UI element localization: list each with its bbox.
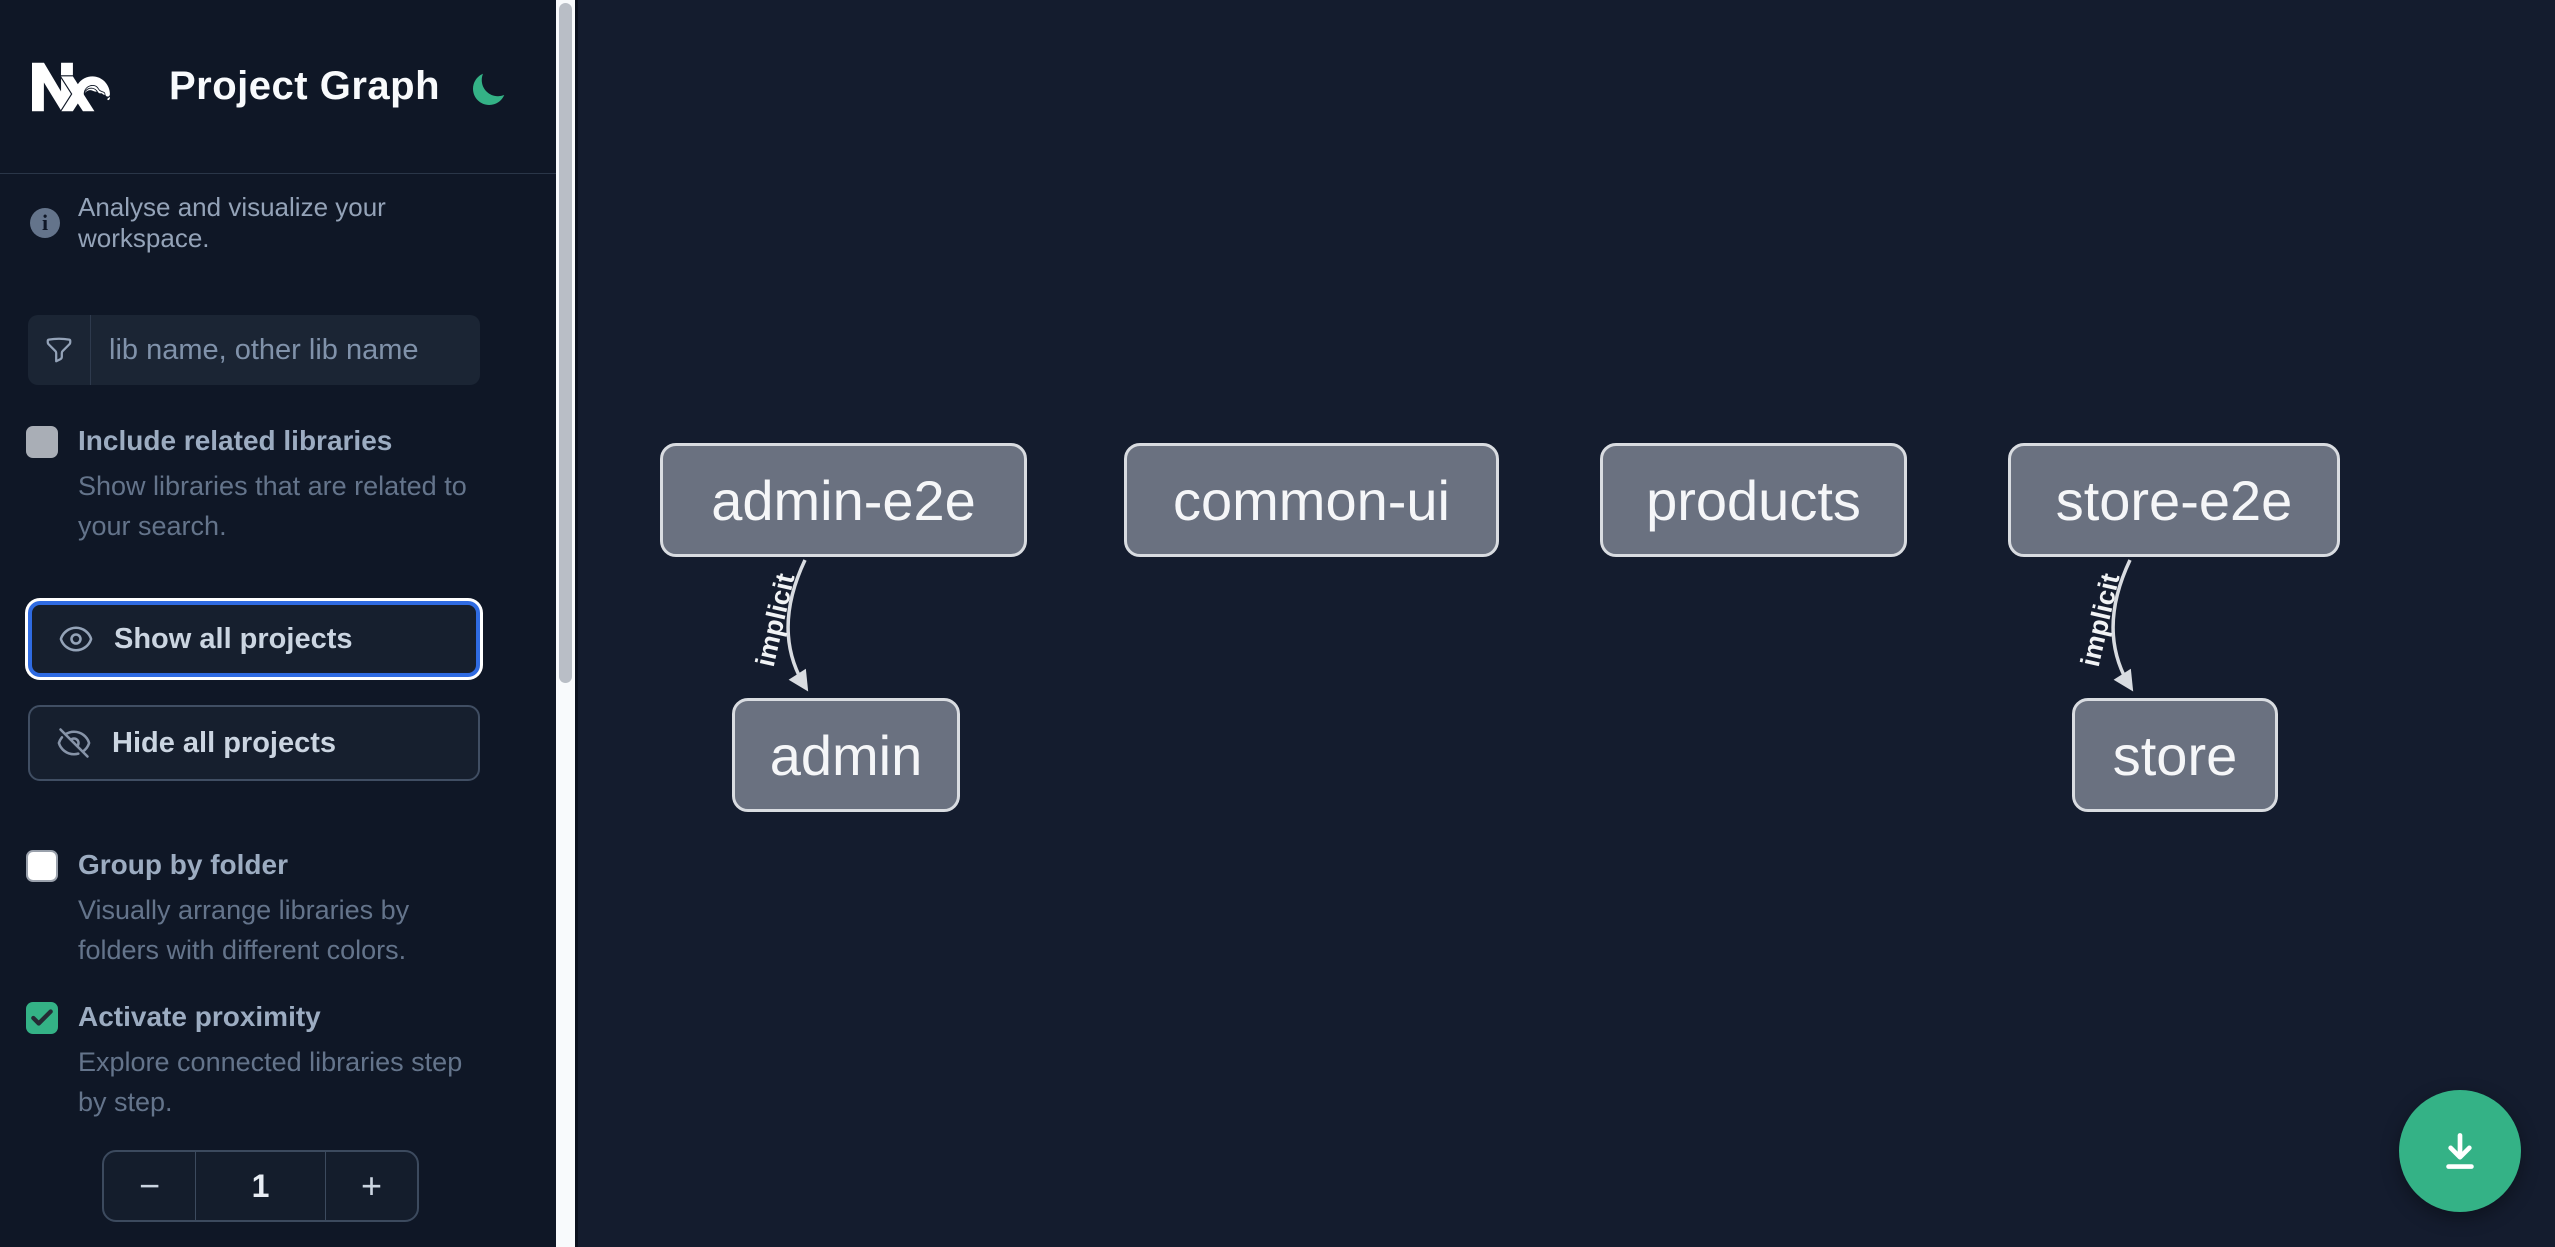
workspace-tagline-row: i Analyse and visualize your workspace.	[30, 192, 516, 254]
sidebar-scrollbar[interactable]	[556, 0, 575, 1247]
project-node-store-e2e[interactable]: store-e2e	[2008, 443, 2340, 557]
theme-toggle-button[interactable]	[466, 68, 510, 112]
info-icon: i	[30, 208, 60, 238]
show-all-projects-button[interactable]: Show all projects	[28, 601, 480, 677]
include-related-checkbox[interactable]	[26, 426, 58, 458]
proximity-depth-value: 1	[195, 1152, 326, 1220]
increment-button[interactable]: +	[326, 1152, 417, 1220]
group-by-folder-description: Visually arrange libraries by folders wi…	[78, 895, 410, 965]
download-icon	[2446, 1133, 2474, 1169]
group-by-folder-checkbox[interactable]	[26, 850, 58, 882]
check-icon	[31, 1009, 53, 1026]
include-related-description: Show libraries that are related to your …	[78, 471, 467, 541]
filter-funnel-icon	[28, 315, 91, 385]
edge-admin-e2e-admin	[786, 559, 809, 692]
show-all-projects-label: Show all projects	[114, 622, 353, 655]
include-related-label: Include related libraries	[78, 425, 393, 456]
hide-all-projects-label: Hide all projects	[112, 726, 337, 759]
sidebar-header: Project Graph	[0, 0, 556, 174]
include-related-toggle: Include related libraries Show libraries…	[26, 424, 480, 546]
group-by-folder-label: Group by folder	[78, 849, 288, 880]
sidebar-scrollbar-thumb[interactable]	[559, 3, 572, 683]
activate-proximity-toggle: Activate proximity Explore connected lib…	[26, 1000, 480, 1122]
eye-slash-icon	[56, 725, 92, 761]
decrement-button[interactable]: −	[104, 1152, 195, 1220]
page-title: Project Graph	[169, 64, 441, 108]
eye-icon	[58, 621, 94, 657]
activate-proximity-description: Explore connected libraries step by step…	[78, 1047, 463, 1117]
graph-edges: implicit implicit	[750, 559, 2134, 692]
download-image-button[interactable]	[2399, 1090, 2521, 1212]
graph-canvas[interactable]: implicit implicit admin-e2e common-ui pr…	[575, 0, 2555, 1247]
project-node-products[interactable]: products	[1600, 443, 1907, 557]
project-search-box	[28, 315, 480, 385]
activate-proximity-checkbox[interactable]	[26, 1002, 58, 1034]
activate-proximity-label: Activate proximity	[78, 1001, 321, 1032]
nx-logo-icon	[32, 62, 111, 111]
project-node-store[interactable]: store	[2072, 698, 2278, 812]
project-node-admin-e2e[interactable]: admin-e2e	[660, 443, 1027, 557]
proximity-depth-stepper: − 1 +	[102, 1150, 419, 1222]
search-input[interactable]	[91, 315, 480, 385]
sidebar: Project Graph i Analyse and visualize yo…	[0, 0, 556, 1247]
moon-icon	[473, 73, 505, 105]
group-by-folder-toggle: Group by folder Visually arrange librari…	[26, 848, 480, 970]
edge-store-e2e-store	[2111, 559, 2134, 692]
project-node-admin[interactable]: admin	[732, 698, 960, 812]
hide-all-projects-button[interactable]: Hide all projects	[28, 705, 480, 781]
project-node-common-ui[interactable]: common-ui	[1124, 443, 1499, 557]
workspace-tagline: Analyse and visualize your workspace.	[78, 192, 386, 253]
